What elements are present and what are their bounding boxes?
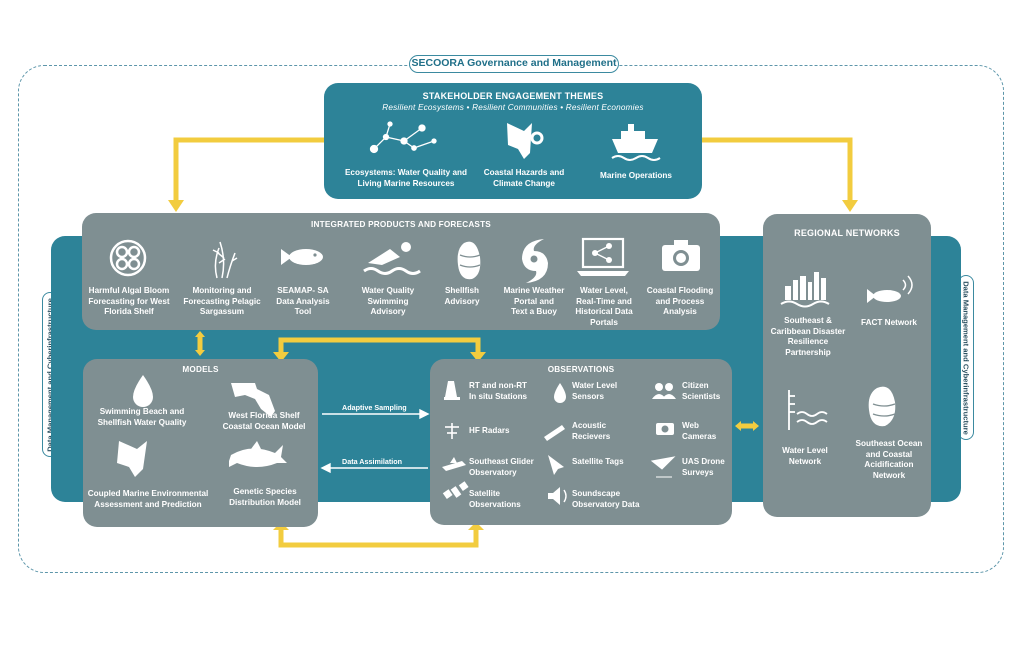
arrow-stakeholder-to-products bbox=[173, 137, 324, 200]
stakeholder-box: STAKEHOLDER ENGAGEMENT THEMES Resilient … bbox=[324, 83, 702, 199]
arrow-models-obs-bottom bbox=[278, 530, 479, 548]
products-title: INTEGRATED PRODUCTS AND FORECASTS bbox=[311, 220, 491, 229]
florida-map-icon bbox=[231, 383, 275, 417]
swimmer-icon bbox=[363, 242, 421, 275]
network-fact: FACT Network bbox=[861, 318, 917, 327]
obs-satellite-tags: Satellite Tags bbox=[572, 457, 624, 466]
laptop-share-icon bbox=[577, 237, 629, 276]
constellation-icon bbox=[369, 121, 437, 154]
drop-sensor-icon bbox=[554, 383, 566, 403]
arrow-products-models-obs bbox=[278, 337, 481, 352]
adaptive-sampling-label: Adaptive Sampling bbox=[342, 403, 407, 412]
data-assimilation-label: Data Assimilation bbox=[342, 457, 403, 466]
water-drop-icon bbox=[133, 375, 153, 407]
buoy-station-icon bbox=[444, 381, 460, 400]
glider-icon bbox=[442, 457, 466, 471]
regional-box: REGIONAL NETWORKS Southeast &Caribbean D… bbox=[763, 214, 931, 517]
radar-antenna-icon bbox=[445, 423, 459, 439]
products-box: INTEGRATED PRODUCTS AND FORECASTS bbox=[82, 213, 720, 330]
shark-icon bbox=[229, 441, 287, 467]
fish-signal-icon bbox=[867, 275, 913, 303]
obs-hf-radars: HF Radars bbox=[469, 426, 510, 435]
city-wave-icon bbox=[780, 272, 830, 308]
stakeholder-title: STAKEHOLDER ENGAGEMENT THEMES bbox=[422, 91, 604, 101]
oyster-icon bbox=[868, 386, 896, 427]
camera-icon bbox=[662, 240, 700, 271]
stakeholder-subtitle: Resilient Ecosystems • Resilient Communi… bbox=[382, 103, 644, 112]
regional-title: REGIONAL NETWORKS bbox=[794, 228, 900, 238]
bat-icon bbox=[117, 441, 147, 477]
governance-label: SECOORA Governance and Management bbox=[409, 55, 619, 73]
fish-icon bbox=[281, 249, 323, 265]
theme-marine-operations: Marine Operations bbox=[600, 171, 672, 180]
oyster-icon bbox=[457, 241, 481, 280]
algae-cell-icon bbox=[109, 239, 147, 277]
hurricane-icon bbox=[522, 239, 548, 283]
speaker-icon bbox=[548, 487, 567, 505]
satellite-icon bbox=[442, 481, 469, 499]
people-icon bbox=[652, 383, 676, 399]
seaweed-icon bbox=[212, 241, 238, 279]
ship-icon bbox=[611, 124, 661, 161]
observations-title: OBSERVATIONS bbox=[547, 365, 615, 374]
satellite-tag-icon bbox=[548, 455, 564, 475]
arrow-stakeholder-to-regional bbox=[702, 137, 853, 200]
acoustic-receiver-icon bbox=[544, 425, 565, 441]
drone-icon bbox=[650, 456, 676, 478]
tide-gauge-icon bbox=[788, 390, 828, 430]
models-title: MODELS bbox=[182, 365, 219, 374]
webcam-icon bbox=[656, 423, 674, 435]
bat-hurricane-icon bbox=[507, 123, 544, 159]
